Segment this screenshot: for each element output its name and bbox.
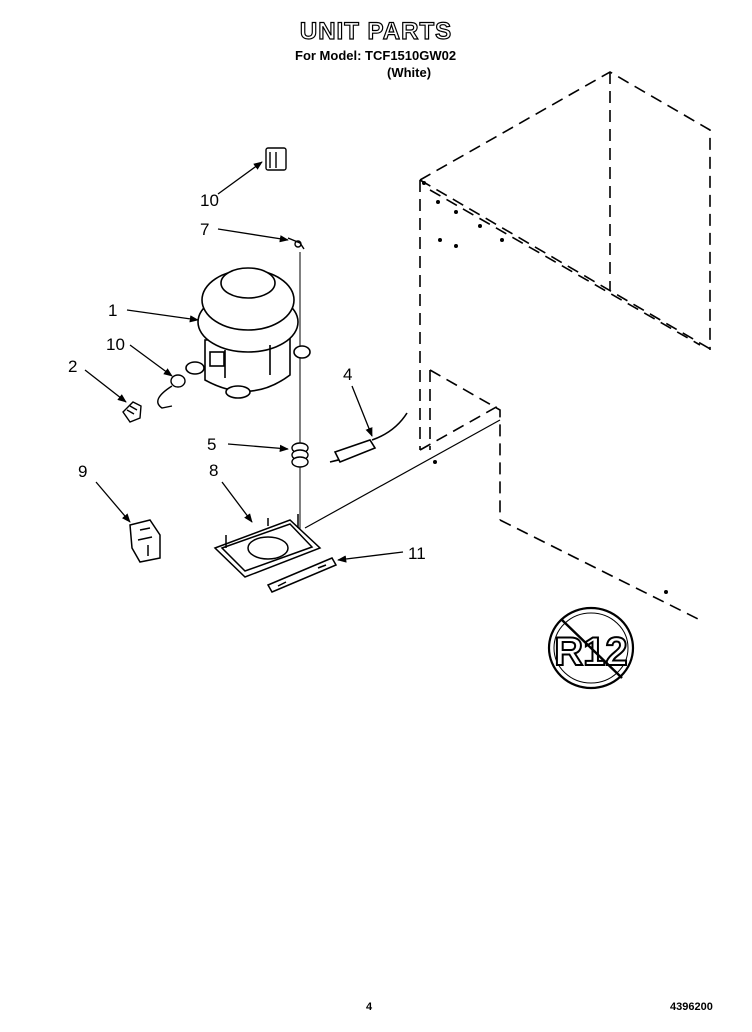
clip-part bbox=[287, 237, 305, 250]
callout-label-9: 9 bbox=[78, 462, 87, 481]
no-r12-logo: R12 bbox=[547, 606, 635, 690]
page-number: 4 bbox=[366, 1001, 373, 1013]
drier-part bbox=[329, 412, 408, 464]
relay-clip-part bbox=[265, 147, 287, 171]
color-line: (White) bbox=[387, 65, 432, 80]
document-number: 4396200 bbox=[670, 1001, 713, 1013]
callout-label-6: 7 bbox=[200, 220, 209, 239]
page-title: UNIT PARTS bbox=[299, 17, 453, 45]
grommet-part bbox=[291, 442, 309, 468]
callout-label-8: 10 bbox=[200, 191, 219, 210]
model-line: For Model: TCF1510GW02 bbox=[295, 48, 457, 63]
overload-part bbox=[157, 374, 186, 409]
callout-label-10: 10 bbox=[106, 335, 125, 354]
callout-label-7: 8 bbox=[209, 461, 218, 480]
compressor-part bbox=[185, 267, 311, 399]
mounting-plate-part bbox=[213, 514, 322, 578]
callout-label-2: 2 bbox=[68, 357, 77, 376]
callout-label-4: 4 bbox=[343, 365, 352, 384]
connector-part bbox=[122, 401, 142, 423]
callout-label-11: 11 bbox=[408, 544, 426, 563]
cabinet-holes bbox=[422, 181, 668, 594]
callout-label-5: 5 bbox=[207, 435, 216, 454]
callouts: 10 7 1 10 2 4 5 8 9 11 bbox=[68, 161, 426, 563]
cabinet-outline bbox=[419, 71, 713, 621]
base-rail-part bbox=[266, 557, 338, 593]
terminal-cover-part bbox=[129, 519, 161, 563]
logo-text: R12 bbox=[554, 630, 627, 674]
base-rail-line bbox=[304, 419, 501, 529]
callout-label-1: 1 bbox=[108, 301, 117, 320]
